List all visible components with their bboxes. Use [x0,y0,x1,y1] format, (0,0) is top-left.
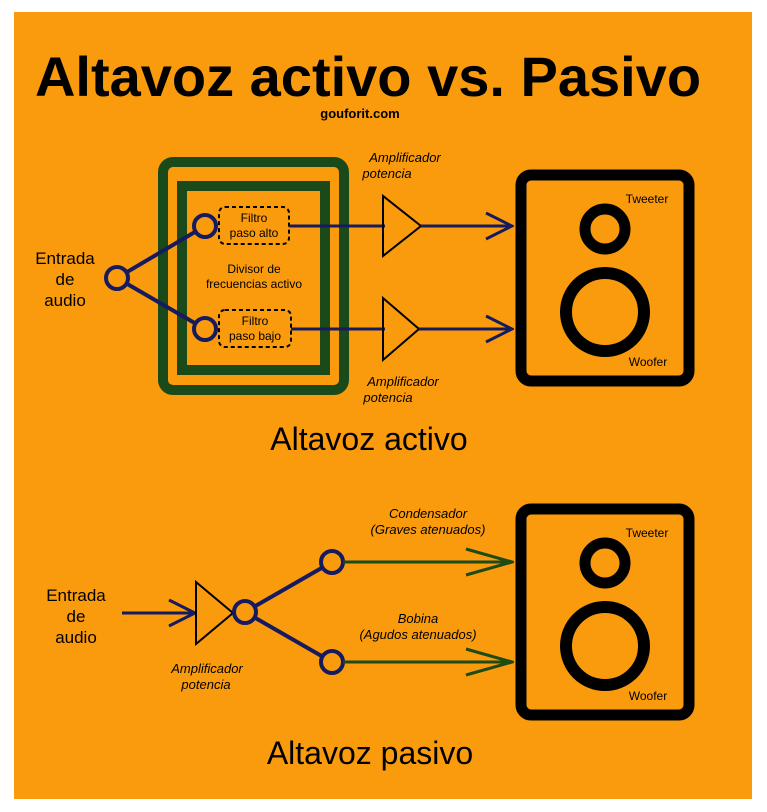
low-pass-label-line1: Filtro [242,314,269,328]
low-pass-node [192,316,218,342]
capacitor-label-line2: (Graves atenuados) [371,522,486,537]
passive-speaker-cabinet [515,503,695,721]
low-pass-label-line2: paso bajo [229,329,281,343]
active-input-label-line1: Entrada [35,249,95,268]
passive-woofer-label: Woofer [629,689,667,703]
high-pass-label-line1: Filtro [241,211,268,225]
coil-label-line1: Bobina [398,611,438,626]
low-pass-filter-box [218,309,292,348]
passive-speaker-diagram: Entrada de audio Amplificador potencia C… [46,503,695,771]
active-caption: Altavoz activo [270,421,467,457]
amp-bottom-label-line1: Amplificador [366,374,439,389]
passive-input-label-line1: Entrada [46,586,106,605]
passive-input-label-line3: audio [55,628,97,647]
passive-amp-symbol [195,579,235,647]
passive-input-label-line2: de [67,607,86,626]
passive-split-node [232,599,258,625]
active-tweeter-label: Tweeter [626,192,669,206]
amp-top-label-line1: Amplificador [368,150,441,165]
active-woofer-label: Woofer [629,355,667,369]
amp-top-symbol [382,193,423,259]
active-input-label-line3: audio [44,291,86,310]
crossover-label-line2: frecuencias activo [206,277,302,291]
passive-tweeter-driver [579,537,631,589]
coil-label-line2: (Agudos atenuados) [359,627,476,642]
high-pass-node [192,213,218,239]
passive-split-line-low [244,610,333,664]
page-title: Altavoz activo vs. Pasivo [35,45,701,108]
passive-amp-label-line2: potencia [180,677,230,692]
crossover-inner-frame [177,181,330,375]
crossover-outer-frame [158,157,349,395]
active-input-node [104,265,130,291]
capacitor-node [319,549,345,575]
passive-tweeter-label: Tweeter [626,526,669,540]
active-woofer-driver [560,267,650,357]
high-pass-label-line2: paso alto [230,226,279,240]
active-speaker-diagram: Entrada de audio Filtro paso alto Filtro… [35,150,695,457]
coil-node [319,649,345,675]
site-credit: gouforit.com [320,106,399,121]
capacitor-label-line1: Condensador [389,506,468,521]
crossover-label-line1: Divisor de [227,262,281,276]
passive-split-line-high [244,560,333,614]
active-input-label-line2: de [56,270,75,289]
active-split-line-low [115,276,207,331]
amp-top-label-line2: potencia [361,166,411,181]
passive-caption: Altavoz pasivo [267,735,473,771]
passive-amp-label-line1: Amplificador [170,661,243,676]
active-tweeter-driver [579,203,631,255]
passive-woofer-driver [560,601,650,691]
background-panel [14,12,752,799]
amp-bottom-label-line2: potencia [362,390,412,405]
amp-bottom-symbol [382,295,421,363]
active-speaker-cabinet [515,169,695,387]
active-split-line-high [115,224,207,280]
